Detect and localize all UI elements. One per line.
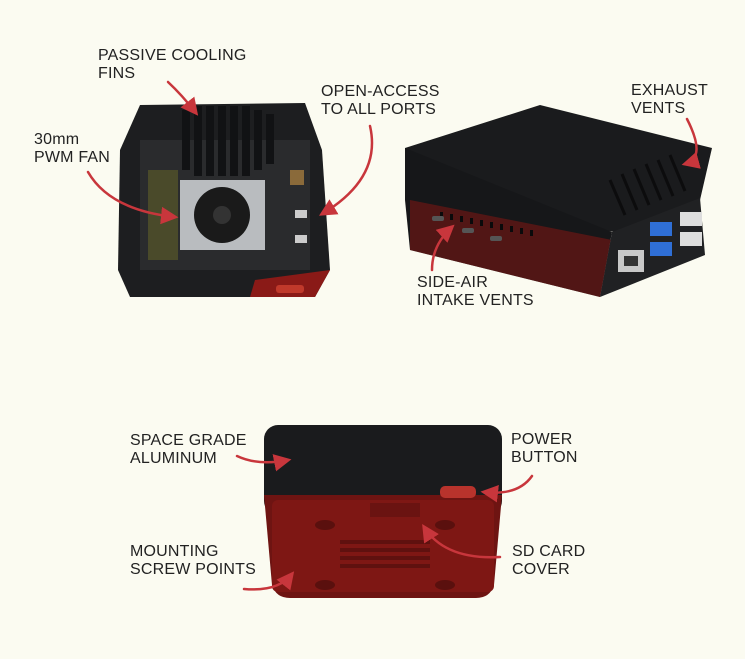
label-line: ALUMINUM: [130, 450, 217, 467]
label-line: BUTTON: [511, 449, 578, 466]
label-sd-card: SD CARD COVER: [512, 543, 585, 579]
arrow-cooling-fins: [166, 80, 199, 116]
label-line: PWM FAN: [34, 149, 111, 166]
arrow-fan: [86, 170, 179, 225]
label-line: SPACE GRADE: [130, 432, 247, 449]
label-line: COVER: [512, 561, 570, 578]
label-line: SIDE-AIR: [417, 274, 488, 291]
arrow-aluminum: [235, 454, 292, 472]
label-line: FINS: [98, 65, 136, 82]
label-mounting: MOUNTING SCREW POINTS: [130, 543, 256, 579]
label-line: EXHAUST: [631, 82, 708, 99]
closed-case-illustration: [405, 105, 712, 297]
label-line: TO ALL PORTS: [321, 101, 437, 118]
label-side-air: SIDE-AIR INTAKE VENTS: [417, 274, 534, 310]
side-intake-vents: [440, 212, 533, 236]
power-button: [440, 486, 476, 498]
label-line: 30mm: [34, 131, 80, 148]
label-fan: 30mm PWM FAN: [34, 131, 110, 167]
label-line: OPEN-ACCESS: [321, 83, 440, 100]
label-line: SCREW POINTS: [130, 561, 256, 578]
arrow-open-access: [318, 124, 374, 216]
label-open-access: OPEN-ACCESS TO ALL PORTS: [321, 83, 440, 119]
exhaust-vents: [608, 154, 687, 216]
label-line: MOUNTING: [130, 543, 219, 560]
arrow-exhaust: [681, 117, 701, 169]
label-aluminum: SPACE GRADE ALUMINUM: [130, 432, 247, 468]
open-case-illustration: [118, 103, 330, 297]
bottom-vent-grid: [340, 540, 430, 568]
mounting-screw-points: [315, 520, 455, 590]
fan: [180, 180, 265, 250]
label-power: POWER BUTTON: [511, 431, 578, 467]
arrow-power: [480, 474, 534, 503]
label-line: SD CARD: [512, 543, 586, 560]
arrow-sd-card: [422, 524, 502, 559]
sd-card-cover: [370, 503, 420, 517]
bottom-case-illustration: [264, 425, 502, 598]
label-line: VENTS: [631, 100, 686, 117]
label-cooling-fins: PASSIVE COOLING FINS: [98, 47, 247, 83]
label-line: PASSIVE COOLING: [98, 47, 247, 64]
label-exhaust: EXHAUST VENTS: [631, 82, 708, 118]
label-line: INTAKE VENTS: [417, 292, 534, 309]
power-button-open-case: [276, 285, 304, 293]
cooling-fins: [182, 106, 274, 176]
arrow-mounting: [242, 571, 295, 591]
label-line: POWER: [511, 431, 573, 448]
usb-ports: [650, 212, 702, 256]
arrow-side-air: [430, 224, 455, 272]
